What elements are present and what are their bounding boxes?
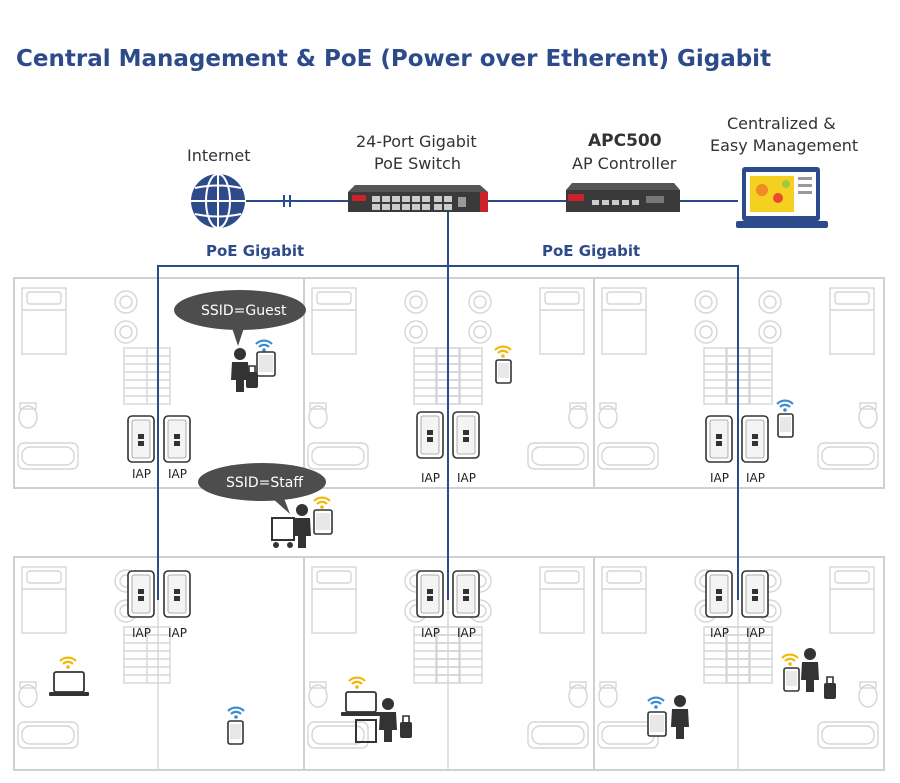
tablet-icon [313,509,333,535]
network-links [157,195,739,600]
staff-person-icon [293,504,311,548]
access-point-icon [127,570,155,618]
page-title: Central Management & PoE (Power over Eth… [16,46,771,72]
iap-label: IAP [457,626,476,640]
phone-icon [227,720,244,745]
phone-icon [495,359,512,384]
controller-name: APC500 [588,131,662,151]
iap-label: IAP [710,626,729,640]
iap-label: IAP [168,467,187,481]
iap-label: IAP [132,626,151,640]
wifi-icon [312,496,332,510]
internet-label: Internet [187,146,251,165]
ssid-staff-text: SSID=Staff [226,475,303,491]
laptop-icon [340,691,382,717]
iap-label: IAP [421,471,440,485]
iap-label: IAP [168,626,187,640]
access-point-icon [452,570,480,618]
ssid-staff-bubble: SSID=Staff [198,463,326,514]
access-point-icon [163,415,191,463]
poe-switch-icon [348,185,488,212]
management-label-line2: Easy Management [710,136,858,155]
access-point-icon [741,415,769,463]
switch-label-line1: 24-Port Gigabit [356,132,477,151]
iap-label: IAP [457,471,476,485]
iap-label: IAP [746,626,765,640]
iap-label: IAP [746,471,765,485]
globe-icon [191,173,245,229]
tablet-icon [256,351,276,377]
phone-icon [777,413,794,438]
laptop-icon [48,671,90,697]
switch-label-line2: PoE Switch [374,154,461,173]
controller-subtitle: AP Controller [572,154,677,173]
access-point-icon [416,570,444,618]
access-point-icon [705,570,733,618]
poe-label-right: PoE Gigabit [542,242,640,260]
ssid-guest-bubble: SSID=Guest [174,290,306,346]
management-laptop-icon [736,167,828,228]
access-point-icon [163,570,191,618]
desk-icon [355,719,377,743]
access-point-icon [416,411,444,459]
phone-icon [783,667,800,692]
access-point-icon [127,415,155,463]
client-devices [48,339,837,745]
ap-controller-icon [566,183,680,212]
iap-label: IAP [421,626,440,640]
management-label-line1: Centralized & [727,114,836,133]
tablet-icon [647,711,667,737]
cart-icon [271,517,295,541]
iap-label: IAP [132,467,151,481]
iap-label: IAP [710,471,729,485]
ssid-guest-text: SSID=Guest [201,303,287,319]
access-point-icon [741,570,769,618]
poe-label-left: PoE Gigabit [206,242,304,260]
access-point-icon [452,411,480,459]
access-point-icon [705,415,733,463]
